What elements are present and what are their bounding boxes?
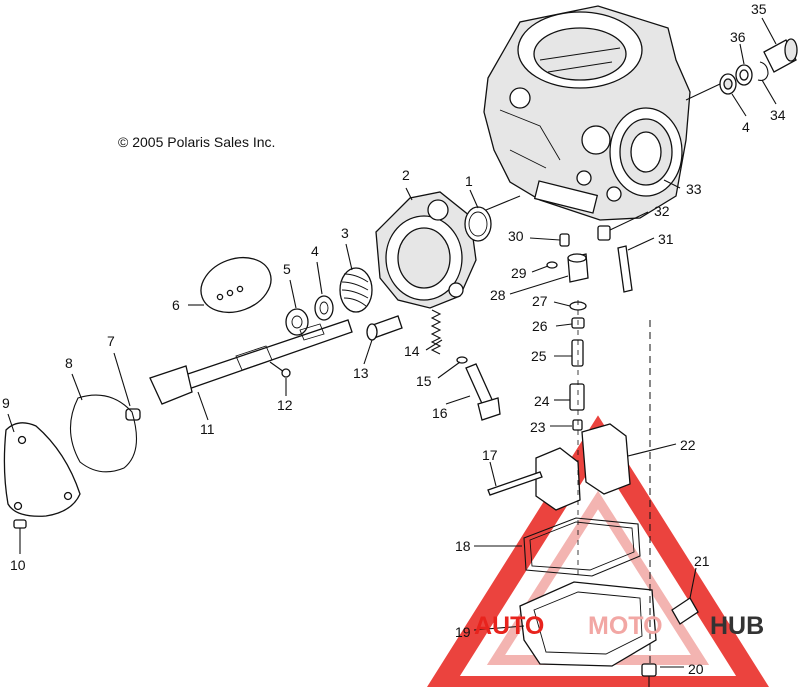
- callout-12: 12: [277, 397, 293, 413]
- part-16-pilot-screw: [465, 363, 501, 421]
- callout-6: 6: [172, 297, 180, 313]
- svg-text:MOTO: MOTO: [588, 612, 663, 640]
- callout-26: 26: [532, 318, 548, 334]
- callout-10: 10: [10, 557, 26, 573]
- part-2-diaphragm-cover: [375, 191, 477, 309]
- part-9-cover: [3, 422, 81, 517]
- watermark-text: AUTO MOTO HUB: [474, 612, 764, 640]
- callout-5: 5: [283, 261, 291, 277]
- callout-29: 29: [511, 265, 527, 281]
- part-12-screw: [269, 361, 291, 378]
- part-32-jet: [597, 225, 611, 241]
- part-15-o-ring: [456, 356, 468, 364]
- callout-30: 30: [508, 228, 524, 244]
- callout-17: 17: [482, 447, 498, 463]
- svg-text:AUTO: AUTO: [474, 612, 544, 640]
- callout-13: 13: [353, 365, 369, 381]
- callout-23: 23: [530, 419, 546, 435]
- part-29-screw: [546, 261, 558, 269]
- part-4-washer-right: [719, 73, 737, 95]
- callout-numbers: 1 2 3 4 5 6 7 8 9 10 11 12 13 14 15 16 1…: [2, 1, 786, 677]
- part-23-main-jet: [572, 419, 583, 431]
- callout-4-right: 4: [742, 119, 750, 135]
- callout-28: 28: [490, 287, 506, 303]
- copyright-text: © 2005 Polaris Sales Inc.: [118, 134, 275, 150]
- part-11-throttle-shaft: [149, 319, 353, 405]
- callout-34: 34: [770, 107, 786, 123]
- callout-24: 24: [534, 393, 550, 409]
- carburetor-body: [483, 5, 691, 221]
- part-30-screw: [559, 233, 570, 247]
- part-31-needle: [617, 245, 633, 293]
- part-25-emulsion-tube: [571, 339, 584, 367]
- callout-2: 2: [402, 167, 410, 183]
- callout-31: 31: [658, 231, 674, 247]
- part-5-washer: [285, 308, 309, 336]
- callout-9: 9: [2, 395, 10, 411]
- part-17-pin: [487, 471, 543, 496]
- part-10-screw: [13, 519, 27, 540]
- part-24-jet-holder: [569, 383, 585, 411]
- callout-14: 14: [404, 343, 420, 359]
- callout-7: 7: [107, 333, 115, 349]
- part-21-drain-screw: [671, 597, 699, 625]
- leader-lines: [7, 17, 777, 668]
- part-4-washer-left: [314, 295, 334, 321]
- callout-11: 11: [200, 421, 215, 437]
- part-19-float-bowl: [519, 581, 657, 667]
- callout-36: 36: [730, 29, 746, 45]
- part-8-gasket: [69, 394, 138, 473]
- callout-8: 8: [65, 355, 73, 371]
- callout-3: 3: [341, 225, 349, 241]
- callout-25: 25: [531, 348, 547, 364]
- part-34-clip: [757, 61, 769, 81]
- part-36-nut: [735, 64, 753, 86]
- callout-21: 21: [694, 553, 710, 569]
- part-6-diaphragm: [200, 256, 272, 314]
- callout-20: 20: [688, 661, 704, 677]
- callout-33: 33: [686, 181, 702, 197]
- part-35-sleeve: [763, 38, 798, 73]
- callout-32: 32: [654, 203, 670, 219]
- callout-18: 18: [455, 538, 471, 554]
- callout-16: 16: [432, 405, 448, 421]
- svg-text:HUB: HUB: [710, 612, 764, 640]
- part-14-spring: [430, 309, 442, 355]
- callout-19: 19: [455, 624, 471, 640]
- callout-15: 15: [416, 373, 432, 389]
- part-18-float-bowl-gasket: [523, 517, 641, 577]
- callout-4: 4: [311, 243, 319, 259]
- callout-22: 22: [680, 437, 696, 453]
- callout-1: 1: [465, 173, 473, 189]
- part-3-spring: [339, 267, 373, 313]
- part-22-float: [535, 423, 631, 511]
- callout-35: 35: [751, 1, 767, 17]
- part-28-holder: [567, 253, 589, 283]
- part-20-screw: [641, 663, 657, 687]
- callout-27: 27: [532, 293, 548, 309]
- part-13-adjust-screw: [366, 315, 403, 341]
